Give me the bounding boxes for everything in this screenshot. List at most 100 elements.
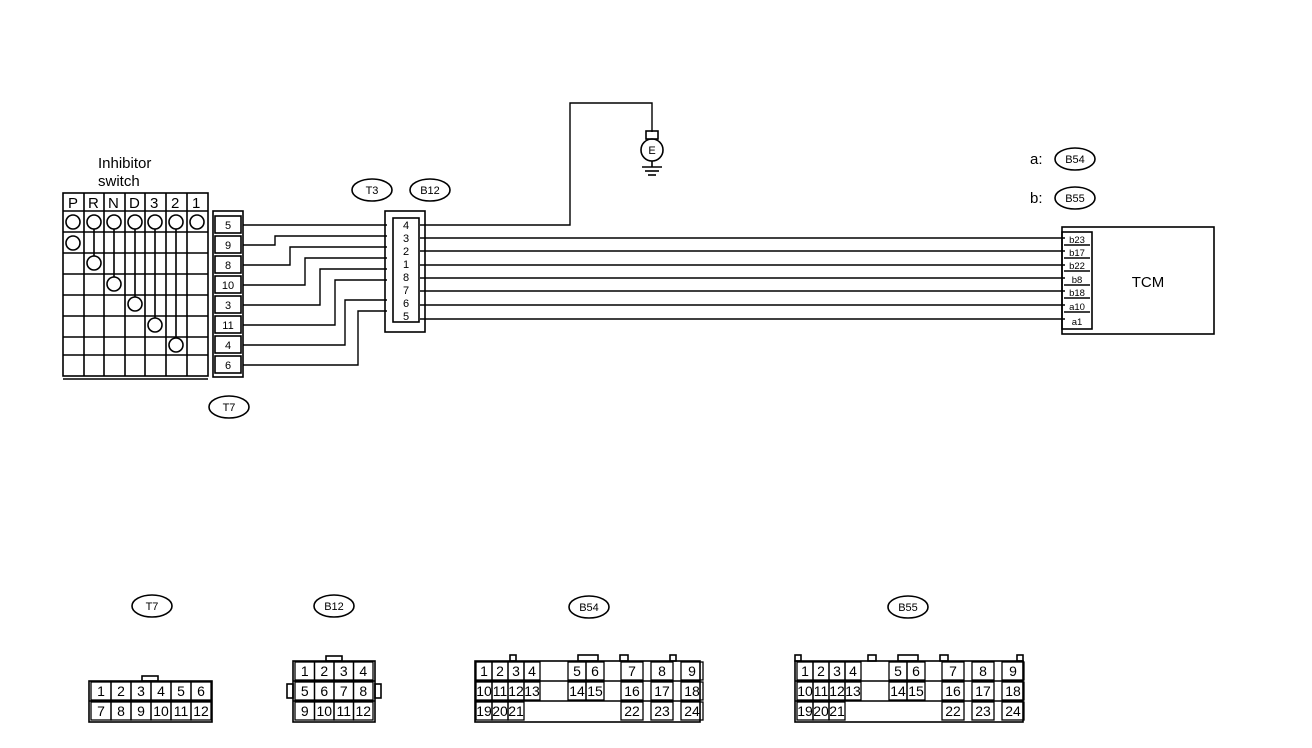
- b12-connector-oval: [313, 594, 355, 618]
- b55-pin-number: 21: [829, 703, 845, 719]
- b55-pin-number: 11: [814, 683, 829, 699]
- b55-pin-cell: [844, 661, 862, 681]
- b55-pin-cell: [941, 661, 965, 681]
- b55-pin-number: 22: [945, 703, 961, 719]
- b12-pin-number: 9: [301, 703, 309, 719]
- b55-pin-number: 7: [949, 663, 957, 679]
- b55-pin-cell: [971, 661, 995, 681]
- b55-pin-number: 15: [908, 683, 924, 699]
- mid-pin-label: 5: [403, 311, 409, 323]
- b55-pin-cell: [971, 681, 995, 701]
- b54-pin-number: 24: [684, 703, 700, 719]
- wires-b12-to-tcm: [420, 102, 1065, 320]
- t7-pin-number: 2: [117, 683, 125, 699]
- b55-pin-number: 4: [849, 663, 857, 679]
- b12-pin-number: 5: [301, 683, 309, 699]
- tcm-pin-label: a10: [1069, 302, 1085, 313]
- shift-positions: P R N D 3 2 1: [68, 195, 200, 212]
- tcm-pin-label: b22: [1069, 261, 1085, 272]
- b54-pin-number: 21: [508, 703, 524, 719]
- b54-pin-number: 8: [658, 663, 666, 679]
- b54-pin-number: 13: [524, 683, 540, 699]
- b54-connector-face: [474, 654, 701, 723]
- b55-pin-number: 19: [797, 703, 813, 719]
- b54-pin-number: 11: [493, 683, 508, 699]
- position-3: 3: [150, 195, 158, 212]
- t7-oval: [208, 395, 250, 419]
- b12-pin-number: 1: [301, 663, 309, 679]
- b55-connector-label: B55: [898, 602, 918, 614]
- b54-pin-number: 16: [624, 683, 640, 699]
- b54-pin-cell: [680, 681, 704, 701]
- t7-pin-label: 4: [225, 340, 231, 352]
- b55-pin-cell: [828, 701, 846, 721]
- b55-pin-cell: [941, 701, 965, 721]
- b55-pin-number: 6: [912, 663, 920, 679]
- b54-pin-cell: [523, 681, 541, 701]
- b54-pin-number: 7: [628, 663, 636, 679]
- legend-b-connector: B55: [1065, 193, 1085, 205]
- b55-pin-cell: [971, 701, 995, 721]
- b55-connector-face: [794, 654, 1024, 723]
- position-n: N: [108, 195, 119, 212]
- b54-pin-cell: [620, 681, 644, 701]
- b12-pin-cell: [352, 701, 374, 721]
- t7-pin-number: 11: [174, 703, 189, 719]
- b12-oval: [409, 178, 451, 202]
- inhibitor-label-line1: Inhibitor: [98, 155, 151, 172]
- position-d: D: [129, 195, 140, 212]
- b55-pin-number: 3: [833, 663, 841, 679]
- b54-pin-number: 6: [591, 663, 599, 679]
- b55-pin-number: 16: [945, 683, 961, 699]
- position-r: R: [88, 195, 99, 212]
- b55-pin-number: 5: [894, 663, 902, 679]
- b54-pin-number: 14: [569, 683, 585, 699]
- b12-pin-number: 8: [359, 683, 367, 699]
- b54-pin-number: 18: [684, 683, 700, 699]
- t7-pin-label: 8: [225, 260, 231, 272]
- b55-pin-number: 23: [975, 703, 991, 719]
- b12-pin-number: 7: [340, 683, 348, 699]
- b54-pin-number: 22: [624, 703, 640, 719]
- b55-pin-number: 10: [797, 683, 813, 699]
- b12-pin-number: 10: [316, 703, 332, 719]
- inhibitor-switch: [62, 192, 209, 380]
- tcm-pin-label: b17: [1069, 248, 1085, 259]
- tcm-pin-label: b8: [1072, 275, 1083, 286]
- t7-pin-number: 12: [193, 703, 209, 719]
- t7-pin-number: 3: [137, 683, 145, 699]
- b54-legend-oval: [1054, 147, 1096, 171]
- b54-pin-cell: [680, 661, 704, 681]
- t7-pin-number: 6: [197, 683, 205, 699]
- b54-pin-number: 1: [480, 663, 488, 679]
- tcm-pin-label: b18: [1069, 288, 1085, 299]
- t7-pin-label: 6: [225, 360, 231, 372]
- b55-pin-number: 17: [975, 683, 991, 699]
- b55-pin-cell: [906, 681, 926, 701]
- b54-pin-number: 9: [688, 663, 696, 679]
- b54-pin-number: 19: [476, 703, 492, 719]
- t3-label: T3: [366, 185, 379, 197]
- t7-connector-face: [88, 675, 213, 723]
- t7-pin-number: 10: [153, 703, 169, 719]
- t7-pin-label: 3: [225, 300, 231, 312]
- b12-pin-number: 3: [340, 663, 348, 679]
- b54-pin-number: 2: [496, 663, 504, 679]
- b54-pin-cell: [585, 661, 605, 681]
- t7-pin-labels: 5 9 8 10 3 11 4 6: [222, 220, 234, 372]
- b54-pin-number: 17: [654, 683, 670, 699]
- t7-pin-label: 9: [225, 240, 231, 252]
- b55-pin-cell: [1001, 701, 1025, 721]
- b54-pin-number: 15: [587, 683, 603, 699]
- b54-pin-cell: [507, 701, 525, 721]
- b54-pin-cell: [620, 701, 644, 721]
- t7-connector-oval: [131, 594, 173, 618]
- b55-connector-oval: [887, 595, 929, 619]
- b12-pin-number: 6: [320, 683, 328, 699]
- b54-connector-label: B54: [579, 602, 599, 614]
- b12-pin-cell: [352, 661, 374, 681]
